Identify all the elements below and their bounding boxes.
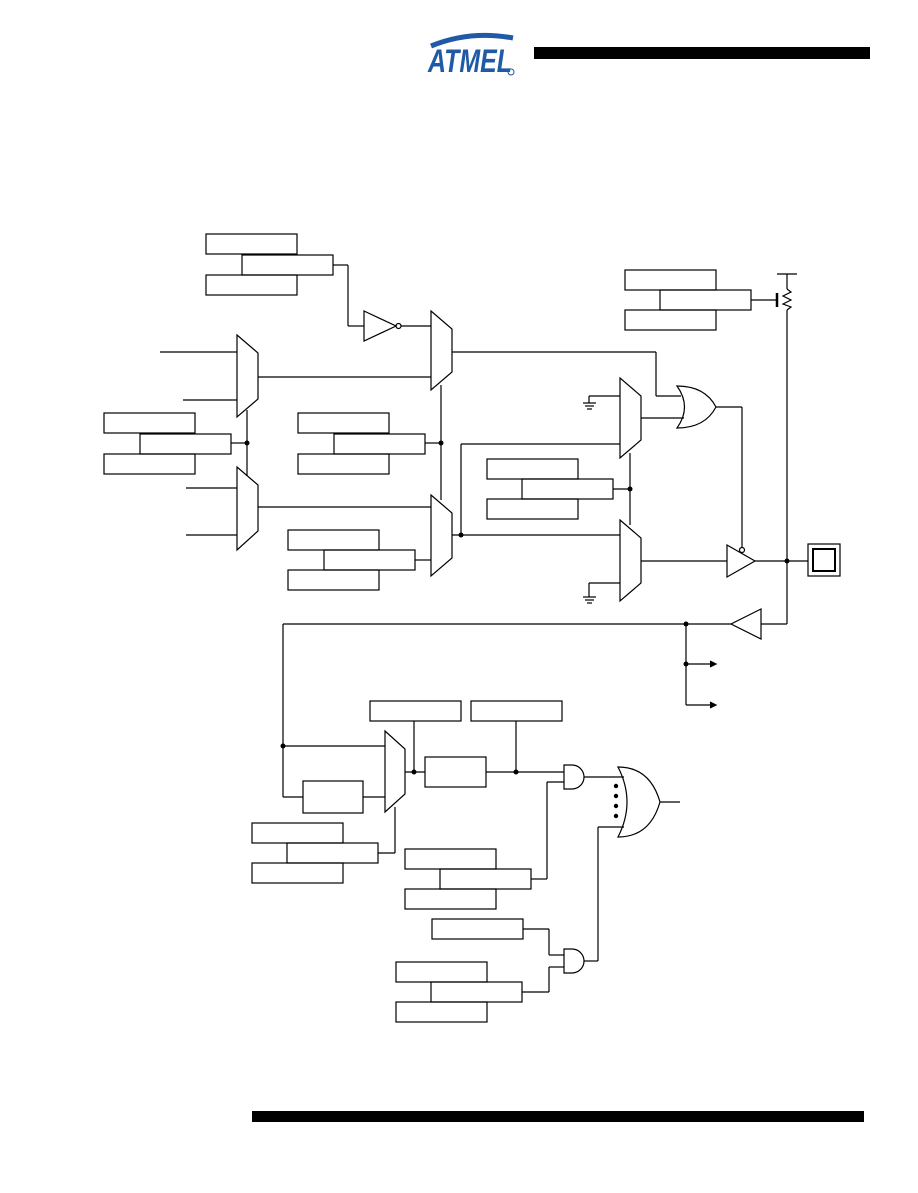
mux-input-select [384,729,406,814]
logo-wordmark: ATMEL [427,43,512,79]
io-pad [807,543,841,577]
or-gate [675,385,717,429]
mux-center-upper [430,309,453,392]
register-single [470,700,563,722]
and-gate [563,948,585,974]
and-gate [563,764,585,790]
mux-right-upper [619,376,642,460]
register-block [404,848,532,910]
output-buffer-enable-bubble [738,546,746,554]
mux-left-lower [236,465,259,552]
or-gate-wide [617,766,661,838]
arrow-icon [709,701,718,709]
register-block [624,269,752,331]
footer-bar [252,1111,864,1122]
junction-dots [244,440,790,819]
io-pad-inner [812,548,836,572]
pull-up-resistor [781,288,793,311]
atmel-logo: ATMEL [427,32,515,79]
output-buffer [726,543,757,579]
io-pin-schematic [103,233,841,1023]
registered-mark-icon [507,68,515,76]
register-block [251,822,379,884]
inverter-gate [363,310,398,342]
register-block [395,961,523,1023]
mux-center-lower [430,493,453,578]
register-block [486,458,614,520]
latch-block [424,756,487,788]
logo-arc [430,32,514,49]
arrow-icon [709,660,718,668]
input-buffer [729,608,762,640]
register-block [103,412,232,475]
register-block [297,412,426,475]
mux-right-lower [619,518,642,603]
synchronizer-block [302,780,364,814]
ground-symbol [583,395,620,410]
register-block [287,529,416,591]
register-block [205,233,334,296]
mux-left-upper [236,333,259,419]
header-bar [534,47,870,59]
register-single [431,918,524,940]
ground-symbol [583,582,620,604]
register-single [369,700,462,722]
